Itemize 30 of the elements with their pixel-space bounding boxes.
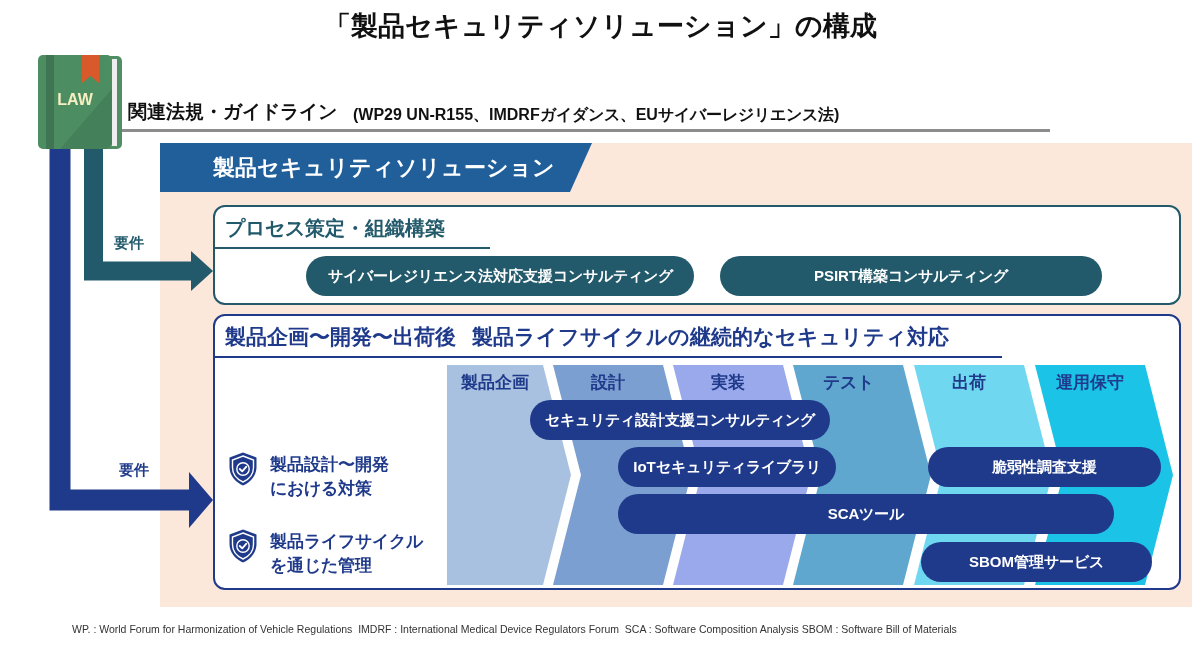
service-pill: サイバーレジリエンス法対応支援コンサルティング (306, 256, 694, 296)
book-label: LAW (56, 91, 94, 109)
title: 「製品セキュリティソリューション」の構成 (322, 10, 878, 43)
note-text: (WP29 UN-R155、IMDRFガイダンス、EUサイバーレジリエンス法) (353, 105, 840, 125)
banner-heading: 製品セキュリティソリューション (160, 143, 592, 192)
item-text: 製品設計〜開発における対策 (270, 454, 390, 500)
service-pill: SBOM管理サービス (921, 542, 1152, 582)
phase-label: 出荷 (951, 372, 987, 394)
phase-label: 製品企画 (460, 372, 530, 394)
service-pill: PSIRT構築コンサルティング (720, 256, 1102, 296)
block-arrow (84, 149, 213, 291)
item-text: 製品ライフサイクルを通じた管理 (270, 531, 425, 577)
service-pill: 脆弱性調査支援 (928, 447, 1161, 487)
service-pill: SCAツール (618, 494, 1114, 534)
phase-label: 実装 (710, 372, 746, 394)
heading-text: 関連法規・ガイドライン (128, 100, 337, 124)
edge-label: 要件 (119, 460, 149, 480)
section-box (213, 205, 1181, 305)
phase-label: 設計 (590, 372, 626, 394)
section-box (213, 314, 1181, 590)
block-arrow (49, 149, 213, 528)
footnote: WP. : World Forum for Harmonization of Vehicle Regulations IMDRF : International Medical Device Regulators Forum SCA : Software Composition Analysis SBOM : Software Bill of Materials (72, 622, 957, 636)
service-pill: セキュリティ設計支援コンサルティング (530, 400, 830, 440)
section-heading: 製品企画〜開発〜出荷後 製品ライフサイクルの継続的なセキュリティ対応 (215, 319, 1002, 358)
service-pill: IoTセキュリティライブラリ (618, 447, 836, 487)
section-heading: プロセス策定・組織構築 (215, 210, 490, 249)
edge-label: 要件 (114, 233, 144, 253)
phase-label: テスト (821, 372, 875, 394)
phase-label: 運用保守 (1055, 372, 1125, 394)
solution-band (160, 143, 1192, 607)
